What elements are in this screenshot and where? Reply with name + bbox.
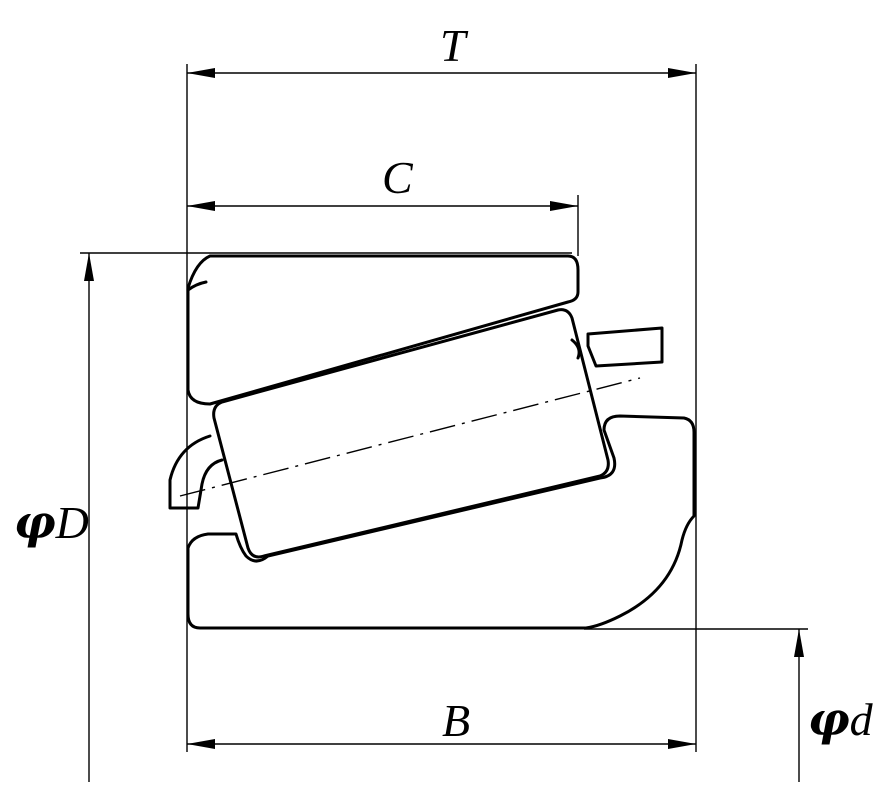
outer-ring-chamfer bbox=[186, 280, 208, 292]
cage-bottom-segment bbox=[168, 434, 224, 510]
phi-symbol-D: φ bbox=[14, 495, 56, 549]
dimension-T-label: T bbox=[440, 20, 469, 71]
dimension-C-label: C bbox=[382, 152, 414, 203]
phi-symbol-d: φ bbox=[808, 692, 850, 746]
dimension-bore-diameter: φd bbox=[794, 629, 874, 782]
dimension-C: C bbox=[187, 152, 578, 211]
roller-end-relief bbox=[570, 338, 581, 360]
dimension-d-label: φd bbox=[808, 692, 874, 746]
dimension-D-letter: D bbox=[55, 497, 89, 548]
dimension-B-label: B bbox=[442, 695, 470, 746]
dimension-d-letter: d bbox=[850, 694, 874, 745]
inner-ring-cone bbox=[186, 414, 696, 630]
dimension-outer-diameter: φD bbox=[14, 253, 94, 782]
dimension-T: T bbox=[187, 20, 696, 78]
dimension-D-label: φD bbox=[14, 495, 89, 549]
roller-axis-centerline bbox=[179, 377, 641, 497]
outer-ring-cup bbox=[186, 254, 580, 406]
cage-top-segment bbox=[586, 326, 664, 368]
dimension-B: B bbox=[187, 695, 696, 749]
roller bbox=[212, 308, 610, 559]
